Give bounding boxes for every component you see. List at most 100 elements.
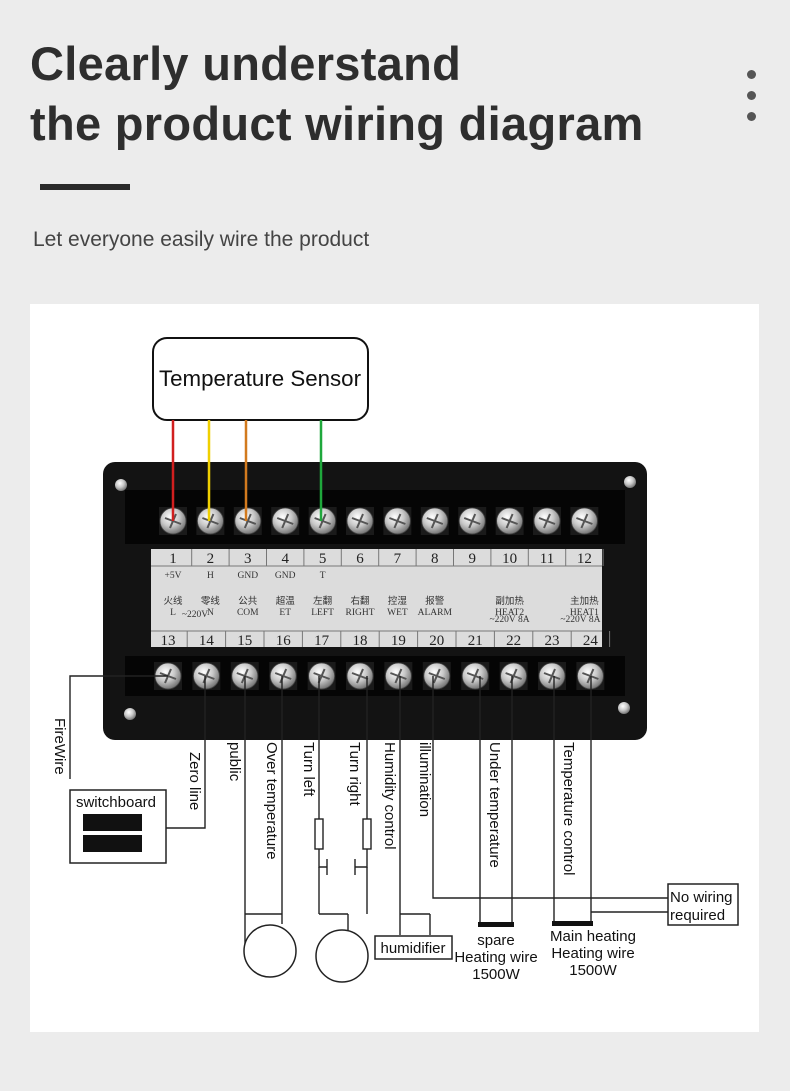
terminal-signal: H <box>207 571 214 581</box>
turn-right-label: Turn right <box>346 742 363 806</box>
terminal-number: 9 <box>468 551 476 567</box>
terminal-number: 7 <box>394 551 402 567</box>
terminal-function-en: HEAT1 <box>570 608 599 618</box>
terminal-number: 20 <box>429 633 444 649</box>
switch-icon <box>83 814 142 831</box>
terminal-signal: +5V <box>165 571 182 581</box>
kebab-menu-icon[interactable] <box>742 70 760 126</box>
turn-right-coil-icon <box>362 818 372 850</box>
terminal-screw-icon <box>307 662 336 690</box>
bottom-terminal-screws <box>154 662 605 690</box>
terminal-number: 21 <box>468 633 483 649</box>
temperature-control-label: Temperature control <box>560 742 577 875</box>
terminal-screw-icon <box>538 662 566 690</box>
terminal-function-cn: 零线 <box>201 595 221 607</box>
terminal-function-en: ET <box>279 608 291 618</box>
terminal-screw-icon <box>346 662 374 690</box>
public-label: public <box>226 742 243 782</box>
page-title: Clearly understand the product wiring di… <box>30 34 644 154</box>
humidity-control-label: Humidity control <box>381 742 398 850</box>
terminal-function-en: ALARM <box>418 608 453 618</box>
under-temperature-label: Under temperature <box>486 742 503 868</box>
rating-note: ~220V <box>182 610 208 620</box>
terminal-screw-icon <box>308 507 337 535</box>
terminal-number: 13 <box>161 633 176 649</box>
title-underline <box>40 184 130 190</box>
terminal-screw-icon <box>271 507 300 535</box>
terminal-function-cn: 公共 <box>238 596 258 607</box>
no-wiring-line-2: required <box>670 907 725 924</box>
temperature-sensor-box <box>152 337 369 421</box>
terminal-number: 8 <box>431 551 439 567</box>
switch-icon <box>83 835 142 852</box>
switchboard-label: switchboard <box>76 794 156 811</box>
terminal-screw-icon <box>192 662 221 690</box>
temperature-sensor-label: Temperature Sensor <box>159 366 361 391</box>
terminal-function-en: HEAT2 <box>495 608 524 618</box>
output-wiring <box>69 675 668 947</box>
terminal-screw-icon <box>499 662 528 690</box>
spare-heater-line-2: Heating wire <box>454 949 537 966</box>
terminal-screw-icon <box>384 662 413 690</box>
motor-icon <box>315 929 369 983</box>
terminal-function-cn: 控湿 <box>388 595 408 607</box>
terminal-screw-icon <box>420 507 449 535</box>
terminal-screw-icon <box>422 662 451 690</box>
wiring-diagram: Temperature Sensor 1+5V火线L2H零线N3GND公共COM… <box>51 337 739 983</box>
terminal-signal: T <box>320 571 326 581</box>
subtitle: Let everyone easily wire the product <box>33 228 370 251</box>
terminal-number: 4 <box>281 551 289 567</box>
terminal-screw-icon <box>495 507 524 535</box>
terminal-number: 6 <box>356 551 364 567</box>
main-heater-power: 1500W <box>569 962 617 979</box>
terminal-screw-icon <box>233 507 262 535</box>
zero-line-label: Zero line <box>186 752 203 810</box>
main-heater-line-2: Heating wire <box>551 945 634 962</box>
terminal-function-cn: 火线 <box>163 595 183 607</box>
terminal-screw-icon <box>458 507 487 535</box>
terminal-signal: GND <box>275 571 296 581</box>
mounting-screw-icon <box>115 479 127 491</box>
terminal-screw-icon <box>461 662 490 690</box>
terminal-label-cells: 1+5V火线L2H零线N3GND公共COM4GND超温ET5T左翻LEFT6右翻… <box>161 549 611 649</box>
terminal-number: 15 <box>237 633 252 649</box>
title-line-2: the product wiring diagram <box>30 97 644 150</box>
terminal-screw-icon <box>346 507 374 535</box>
terminal-number: 18 <box>353 633 368 649</box>
main-heater-line-1: Main heating <box>550 928 636 945</box>
spare-heater-terminal <box>478 922 514 927</box>
terminal-function-cn: 主加热 <box>570 595 599 607</box>
terminal-function-en: N <box>207 608 214 618</box>
terminal-number: 1 <box>169 551 177 567</box>
firewire-label: FireWire <box>51 718 68 775</box>
terminal-function-cn: 右翻 <box>350 595 369 607</box>
terminal-number: 17 <box>314 633 330 649</box>
terminal-function-cn: 左翻 <box>313 595 332 607</box>
terminal-number: 23 <box>545 633 560 649</box>
terminal-function-cn: 报警 <box>425 595 445 607</box>
terminal-number: 10 <box>502 551 517 567</box>
terminal-screw-icon <box>269 662 298 690</box>
mounting-screw-icon <box>618 702 630 714</box>
terminal-function-en: L <box>170 608 176 618</box>
spare-heater-line-1: spare <box>477 932 515 949</box>
turn-left-coil-icon <box>314 818 324 850</box>
mounting-screw-icon <box>624 476 636 488</box>
terminal-signal: GND <box>238 571 259 581</box>
terminal-screw-icon <box>533 507 561 535</box>
terminal-number: 16 <box>276 633 292 649</box>
illumination-label: illumination <box>416 742 433 817</box>
no-wiring-line-1: No wiring <box>670 889 733 906</box>
terminal-number: 19 <box>391 633 406 649</box>
humidifier-box <box>374 935 453 960</box>
terminal-number: 11 <box>540 551 554 567</box>
terminal-function-cn: 副加热 <box>495 595 524 607</box>
terminal-number: 12 <box>577 551 592 567</box>
terminal-number: 14 <box>199 633 215 649</box>
rating-note: ~220V 8A <box>560 615 600 625</box>
terminal-number: 22 <box>506 633 521 649</box>
terminal-screw-icon <box>570 507 599 535</box>
terminal-number: 2 <box>207 551 215 567</box>
terminal-number: 24 <box>583 633 599 649</box>
no-wiring-box <box>667 883 739 926</box>
